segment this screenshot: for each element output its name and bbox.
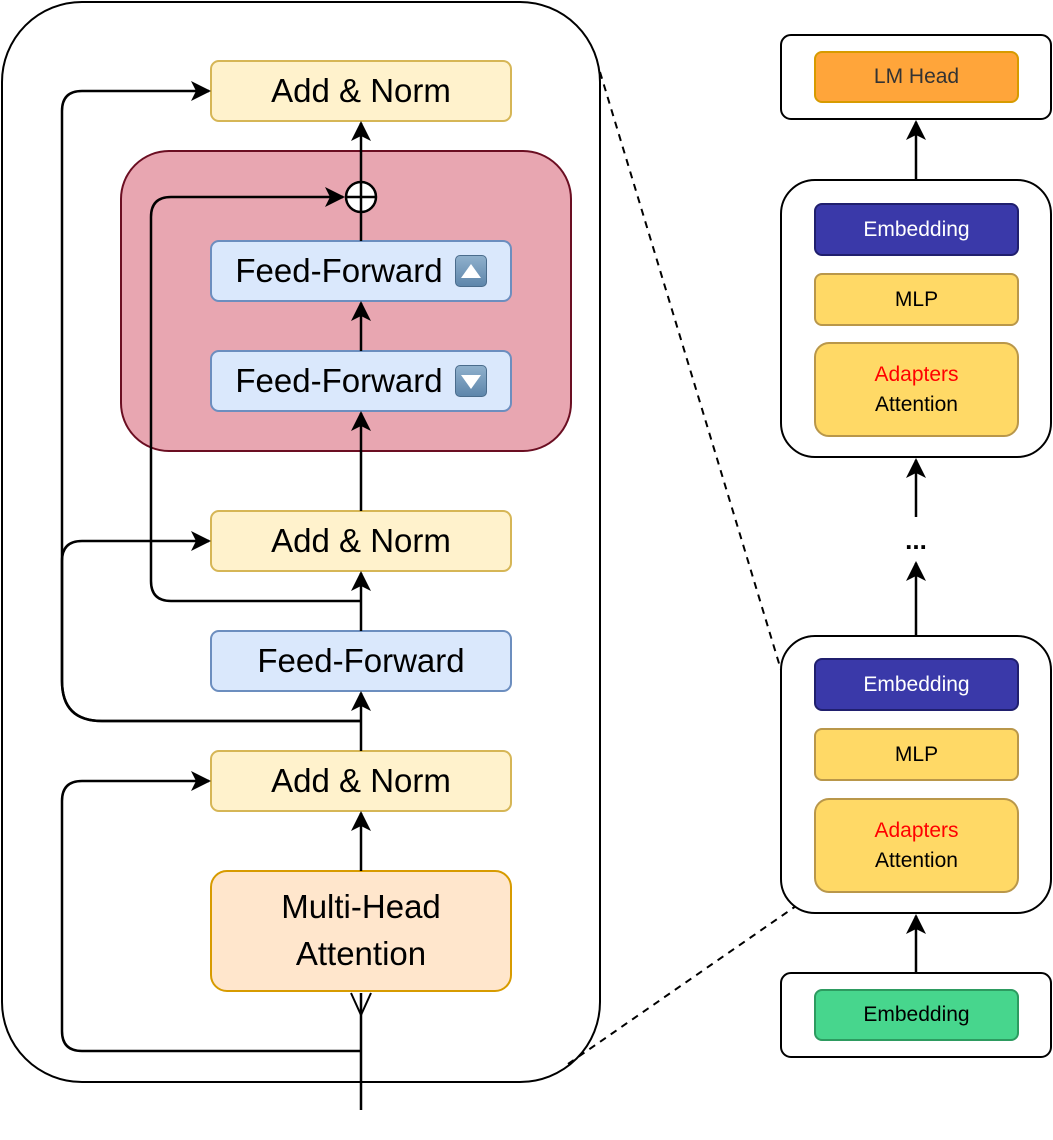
mha-line1: Multi-Head bbox=[281, 888, 441, 926]
bottom-adapters-text: Adapters bbox=[874, 818, 959, 842]
top-mlp-text: MLP bbox=[894, 287, 939, 311]
multi-head-attention-label: Multi-Head Attention bbox=[211, 871, 511, 991]
top-embedding-label: Embedding bbox=[815, 204, 1018, 255]
add-norm-mid-label: Add & Norm bbox=[211, 511, 511, 571]
top-mlp-box bbox=[814, 273, 1019, 326]
input-embedding-label: Embedding bbox=[815, 990, 1018, 1040]
add-norm-mid-text: Add & Norm bbox=[271, 522, 451, 559]
down-arrow-icon bbox=[454, 365, 487, 397]
bottom-attention-text: Attention bbox=[875, 848, 958, 872]
stack-ellipsis: ... bbox=[866, 520, 966, 560]
lm-head-box bbox=[814, 51, 1019, 103]
top-embedding-box bbox=[814, 203, 1019, 256]
bottom-mlp-box bbox=[814, 728, 1019, 781]
bottom-attention-box bbox=[814, 798, 1019, 893]
bottom-embedding-label: Embedding bbox=[815, 659, 1018, 710]
input-embedding-text: Embedding bbox=[863, 1003, 970, 1027]
sum-node bbox=[344, 180, 378, 214]
top-attention-label: Adapters Attention bbox=[815, 343, 1018, 436]
input-embedding-box bbox=[814, 989, 1019, 1041]
ff-down-label: Feed-Forward bbox=[211, 351, 511, 411]
top-attention-text: Attention bbox=[875, 392, 958, 416]
attention-input-fork bbox=[350, 992, 372, 1018]
feed-forward-text: Feed-Forward bbox=[257, 642, 465, 679]
bottom-mlp-label: MLP bbox=[815, 729, 1018, 780]
feed-forward-label: Feed-Forward bbox=[211, 631, 511, 691]
top-embedding-text: Embedding bbox=[863, 217, 970, 241]
zoom-lines bbox=[567, 71, 797, 1065]
top-adapters-text: Adapters bbox=[874, 362, 959, 386]
add-norm-bottom-text: Add & Norm bbox=[271, 762, 451, 799]
top-mlp-label: MLP bbox=[815, 274, 1018, 325]
ellipsis-text: ... bbox=[905, 524, 927, 555]
add-norm-top-text: Add & Norm bbox=[271, 72, 451, 109]
ff-up-text: Feed-Forward bbox=[235, 252, 443, 289]
mha-line2: Attention bbox=[295, 935, 427, 972]
bottom-mlp-text: MLP bbox=[894, 742, 939, 766]
lm-head-text: LM Head bbox=[873, 65, 960, 89]
bottom-attention-label: Adapters Attention bbox=[815, 799, 1018, 892]
add-norm-top-label: Add & Norm bbox=[211, 61, 511, 121]
lm-head-label: LM Head bbox=[815, 52, 1018, 102]
bottom-embedding-box bbox=[814, 658, 1019, 711]
add-norm-bottom-label: Add & Norm bbox=[211, 751, 511, 811]
top-attention-box bbox=[814, 342, 1019, 437]
bottom-embedding-text: Embedding bbox=[863, 672, 970, 696]
residual-connections bbox=[60, 81, 361, 1053]
ff-up-label: Feed-Forward bbox=[211, 241, 511, 301]
up-arrow-icon bbox=[454, 255, 487, 287]
ff-down-text: Feed-Forward bbox=[235, 362, 443, 399]
